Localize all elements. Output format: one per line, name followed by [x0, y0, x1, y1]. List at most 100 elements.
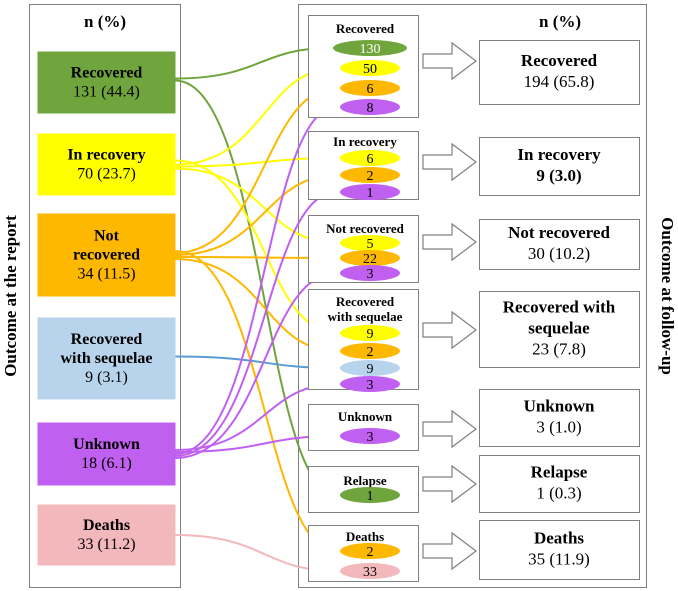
left-box-fill — [37, 504, 176, 566]
count-value: 9 — [367, 362, 374, 377]
left-box-value: 33 (11.2) — [77, 536, 135, 553]
count-value: 33 — [363, 565, 377, 580]
count-ellipse — [340, 360, 400, 376]
count-ellipse — [340, 325, 400, 341]
left-axis-label: Outcome at the report — [1, 215, 20, 377]
count-value: 9 — [367, 327, 374, 342]
left-box-value: 70 (23.7) — [77, 166, 136, 183]
count-value: 50 — [363, 62, 377, 77]
left-box-unknown: Unknown 18 (6.1) — [37, 422, 176, 486]
result-value: 1 (0.3) — [536, 484, 581, 503]
left-box-not-recovered: Not recovered 34 (11.5) — [37, 213, 176, 297]
left-box-value: 9 (3.1) — [85, 369, 128, 386]
result-box — [479, 40, 640, 105]
count-ellipse — [333, 40, 407, 56]
result-label: Unknown — [524, 397, 595, 416]
count-value: 2 — [367, 169, 374, 184]
left-box-value: 131 (44.4) — [73, 84, 140, 101]
arrow-icon — [422, 464, 477, 504]
count-ellipse — [340, 80, 400, 96]
result-box — [479, 219, 640, 270]
arrow-icon — [422, 531, 477, 571]
right-axis-label: Outcome at follow-up — [658, 217, 677, 375]
left-box-recovered: Recovered 131 (44.4) — [37, 51, 176, 114]
count-ellipse — [340, 265, 400, 281]
count-ellipse — [340, 99, 400, 115]
count-value: 3 — [367, 430, 374, 445]
left-box-fill — [37, 133, 176, 196]
followup-count-label: Unknown — [338, 409, 393, 424]
count-value: 2 — [367, 345, 374, 360]
result-value: 30 (10.2) — [528, 244, 590, 263]
followup-count-label: with sequelae — [328, 309, 403, 324]
count-value: 1 — [367, 489, 374, 504]
left-box-fill — [37, 422, 176, 486]
left-box-label: with sequelae — [61, 350, 153, 367]
result-label: Recovered — [521, 51, 598, 70]
count-ellipse — [340, 487, 400, 503]
followup-count-label: Recovered — [336, 21, 395, 36]
left-box-value: 34 (11.5) — [77, 266, 135, 283]
arrow-icon — [422, 41, 477, 81]
flow-line — [174, 106, 338, 455]
count-ellipse — [340, 376, 400, 392]
result-label: Deaths — [534, 529, 584, 548]
flow-line — [174, 191, 338, 457]
result-value: 9 (3.0) — [536, 166, 581, 185]
count-value: 6 — [367, 82, 374, 97]
result-box — [479, 291, 640, 368]
right-group-in-recovery: In recovery 6 2 1 In recovery 9 (3.0) — [308, 131, 640, 201]
count-value: 6 — [367, 152, 374, 167]
count-value: 1 — [367, 186, 374, 201]
left-box-value: 18 (6.1) — [81, 455, 132, 472]
right-header: n (%) — [539, 12, 581, 31]
left-header: n (%) — [84, 12, 126, 31]
result-value: 194 (65.8) — [524, 72, 595, 91]
count-ellipse — [340, 167, 400, 183]
result-label: In recovery — [517, 145, 601, 164]
result-label: Recovered with — [503, 298, 616, 317]
result-value: 23 (7.8) — [532, 340, 586, 359]
count-ellipse — [340, 184, 400, 200]
count-ellipse — [340, 250, 400, 266]
left-box-label: Not — [94, 228, 120, 245]
result-value: 35 (11.9) — [528, 550, 590, 569]
right-group-unknown: Unknown 3 Unknown 3 (1.0) — [308, 389, 640, 451]
left-box-label: Unknown — [73, 436, 140, 453]
count-value: 5 — [367, 237, 374, 252]
count-ellipse — [340, 343, 400, 359]
result-box — [479, 455, 640, 513]
arrow-icon — [422, 142, 477, 182]
result-box — [479, 389, 640, 447]
result-box — [479, 520, 640, 580]
arrow-icon — [422, 222, 477, 262]
count-ellipse — [340, 563, 400, 579]
left-box-label: Deaths — [83, 517, 130, 534]
followup-count-label: Recovered — [336, 294, 395, 309]
arrow-icon — [422, 310, 477, 350]
followup-count-label: Not recovered — [326, 221, 405, 236]
count-ellipse — [340, 543, 400, 559]
count-ellipse — [340, 235, 400, 251]
result-label: Relapse — [531, 463, 588, 482]
count-value: 130 — [360, 42, 381, 57]
followup-count-label: Deaths — [346, 529, 384, 544]
count-value: 3 — [367, 267, 374, 282]
count-value: 3 — [367, 378, 374, 393]
count-ellipse — [340, 428, 400, 444]
count-value: 8 — [367, 101, 374, 116]
result-box — [479, 137, 640, 196]
left-box-label: recovered — [73, 247, 140, 264]
left-box-label: Recovered — [71, 65, 143, 82]
followup-count-label: Relapse — [343, 473, 387, 488]
count-ellipse — [340, 150, 400, 166]
result-value: 3 (1.0) — [536, 418, 581, 437]
followup-count-label: In recovery — [333, 134, 397, 149]
